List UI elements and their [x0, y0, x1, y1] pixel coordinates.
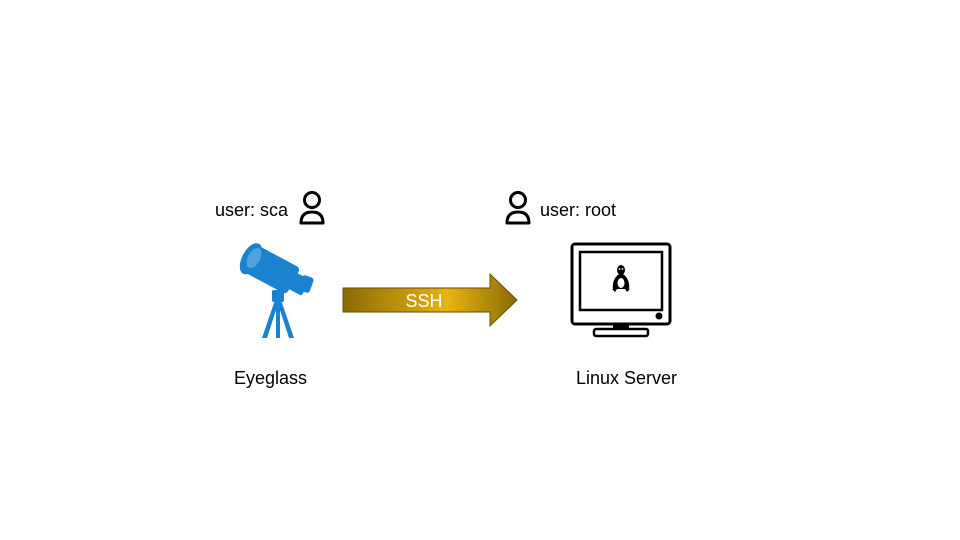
eyeglass-label: Eyeglass — [234, 368, 308, 388]
server-user-label: user: root — [540, 200, 617, 220]
monitor-icon — [570, 242, 672, 338]
linux-server-label: Linux Server — [576, 368, 678, 388]
user-icon — [299, 191, 325, 225]
user-icon — [505, 191, 531, 225]
linux-tux-icon — [612, 265, 630, 292]
telescope-icon — [239, 243, 314, 338]
eyeglass-user-label: user: sca — [215, 200, 289, 220]
ssh-label: SSH — [405, 291, 443, 311]
ssh-connection-arrow — [342, 272, 518, 328]
